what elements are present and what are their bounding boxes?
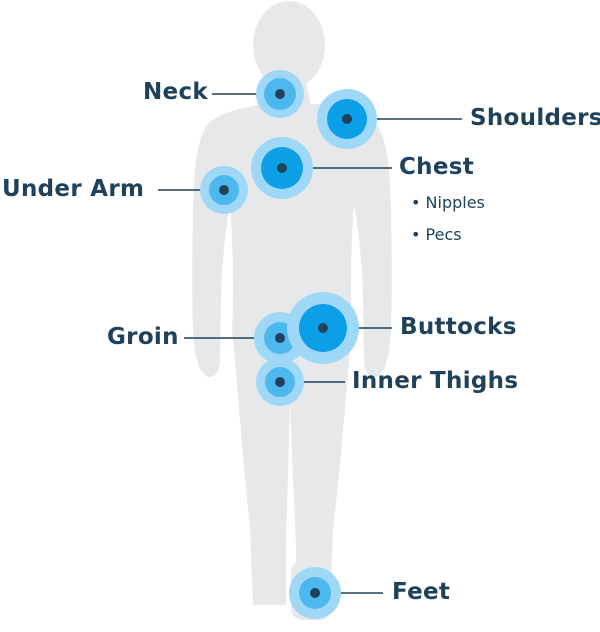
hotspot-chest xyxy=(251,137,313,199)
hotspot-neck xyxy=(256,70,304,118)
shoulders-label: Shoulders xyxy=(470,105,600,131)
chest-label: Chest xyxy=(399,154,475,180)
concentric-target-icon xyxy=(342,114,352,124)
hotspot-under-arm xyxy=(200,166,248,214)
concentric-target-icon xyxy=(277,163,287,173)
concentric-target-icon xyxy=(219,185,229,195)
concentric-target-icon xyxy=(310,588,320,598)
hotspot-buttocks xyxy=(287,292,359,364)
buttocks-label: Buttocks xyxy=(400,314,517,340)
under-arm-label: Under Arm xyxy=(2,176,145,202)
feet-label: Feet xyxy=(392,579,451,605)
concentric-target-icon xyxy=(275,377,285,387)
hotspot-shoulders xyxy=(317,89,377,149)
hotspot-feet xyxy=(289,567,341,619)
chest-sub-label-pecs: • Pecs xyxy=(411,225,462,244)
neck-label: Neck xyxy=(143,79,208,105)
hotspot-inner-thighs xyxy=(256,358,304,406)
concentric-target-icon xyxy=(275,89,285,99)
concentric-target-icon xyxy=(275,333,285,343)
inner-thighs-label: Inner Thighs xyxy=(352,368,519,394)
groin-label: Groin xyxy=(107,324,179,350)
concentric-target-icon xyxy=(318,323,328,333)
chest-sub-label-nipples: • Nipples xyxy=(411,193,485,212)
